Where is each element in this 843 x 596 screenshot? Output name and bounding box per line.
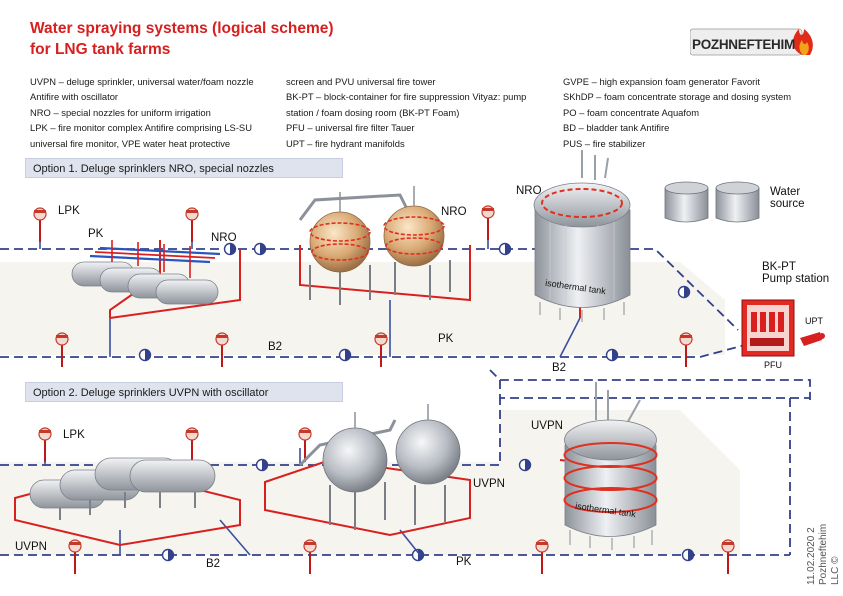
label-bk-pt: BK-PT Pump station <box>762 261 829 285</box>
valve-icon <box>255 458 269 472</box>
fire-monitor-icon <box>55 332 69 367</box>
option-2-header: Option 2. Deluge sprinklers UVPN with os… <box>25 382 343 402</box>
logo-text: POZHNEFTEHIM <box>692 37 795 52</box>
isothermal-tank-option-1 <box>533 150 631 322</box>
label-b2: B2 <box>268 341 283 353</box>
legend-item: PO – foam concentrate Aquafom <box>563 106 700 118</box>
legend-item: SKhDP – foam concentrate storage and dos… <box>563 91 792 103</box>
valve-icon <box>161 548 175 562</box>
flame-icon <box>792 29 813 55</box>
label-lpk: LPK <box>58 205 80 217</box>
company-logo: POZHNEFTEHIM <box>689 15 818 63</box>
upt-hydrant-manifold-icon <box>800 332 825 346</box>
fire-monitor-towers <box>33 205 735 574</box>
water-source-tanks <box>664 181 760 223</box>
fire-monitor-icon <box>721 539 735 574</box>
label-nro: NRO <box>211 232 237 244</box>
valve-icon <box>498 242 512 256</box>
legend-column-2: screen and PVU universal fire tower BK-P… <box>286 74 526 151</box>
bk-pt-pump-station-unit <box>741 299 825 357</box>
isothermal-tank-option-2 <box>563 382 658 550</box>
footer-stamp: 11.02.2020 2 Pozhneftehim LLC © <box>806 524 842 585</box>
fire-monitor-icon <box>38 427 52 462</box>
valve-icon <box>681 548 695 562</box>
valve-icon <box>138 348 152 362</box>
legend-item: BD – bladder tank Antifire <box>563 122 670 134</box>
label-lpk: LPK <box>63 429 85 441</box>
water-label-line-2: source <box>770 198 805 210</box>
fire-monitor-icon <box>68 539 82 574</box>
valve-icon <box>223 242 237 256</box>
legend-item: PUS – fire stabilizer <box>563 137 646 149</box>
title-line-2: for LNG tank farms <box>30 41 171 58</box>
title-line-1: Water spraying systems (logical scheme) <box>30 20 334 37</box>
fire-monitor-icon <box>481 205 495 240</box>
valve-icon <box>518 458 532 472</box>
label-pfu: PFU <box>764 360 782 370</box>
label-b2: B2 <box>206 558 221 570</box>
legend-item: BK-PT – block-container for fire suppres… <box>286 91 527 103</box>
fire-monitor-icon <box>185 207 199 242</box>
label-uvpn: UVPN <box>531 420 563 432</box>
water-label-line-1: Water <box>770 186 801 198</box>
option-1-header: Option 1. Deluge sprinklers NRO, special… <box>25 158 343 178</box>
label-nro: NRO <box>441 206 467 218</box>
fire-monitor-icon <box>679 332 693 367</box>
footer-company-line-2: LLC © <box>830 556 841 586</box>
fire-monitor-icon <box>303 539 317 574</box>
label-pk: PK <box>88 228 104 240</box>
footer-date: 11.02.2020 2 <box>806 527 817 585</box>
bkpt-label-line-2: Pump station <box>762 273 830 285</box>
legend-item: screen and PVU universal fire tower <box>286 76 436 87</box>
label-b2: B2 <box>552 362 567 374</box>
fire-monitor-icon <box>374 332 388 367</box>
valve-icon <box>411 548 425 562</box>
label-water-source: Water source <box>770 186 805 210</box>
fire-monitor-icon <box>215 332 229 367</box>
legend-item: Antifire with oscillator <box>30 91 119 103</box>
legend-item: NRO – special nozzles for uniform irriga… <box>30 106 211 118</box>
valve-markers <box>138 242 695 562</box>
valve-icon <box>605 348 619 362</box>
legend-item: UVPN – deluge sprinkler, universal water… <box>30 76 254 87</box>
legend-item: universal fire monitor, VPE water heat p… <box>30 137 231 149</box>
valve-icon <box>338 348 352 362</box>
fire-monitor-icon <box>298 427 312 462</box>
legend-item: LPK – fire monitor complex Antifire comp… <box>30 122 252 134</box>
legend-column-1: UVPN – deluge sprinkler, universal water… <box>30 74 254 151</box>
page-title: Water spraying systems (logical scheme) … <box>30 18 334 60</box>
fire-monitor-icon <box>185 427 199 462</box>
legend-item: station / foam dosing room (BK-PT Foam) <box>286 106 460 118</box>
dashed-water-mains <box>0 248 811 556</box>
legend-column-3: GVPE – high expansion foam generator Fav… <box>563 74 791 151</box>
logo-badge-graphic <box>689 28 813 56</box>
label-nro: NRO <box>516 185 542 197</box>
spherical-tanks-option-1 <box>298 186 451 305</box>
fire-monitor-icon <box>535 539 549 574</box>
label-uvpn: UVPN <box>15 541 47 553</box>
label-uvpn: UVPN <box>473 478 505 490</box>
fire-monitor-icon <box>33 207 47 242</box>
legend-item: PFU – universal fire filter Tauer <box>286 122 415 134</box>
legend-item: GVPE – high expansion foam generator Fav… <box>563 76 760 87</box>
horizontal-tanks-option-2 <box>29 457 216 520</box>
bkpt-label-line-1: BK-PT <box>762 261 796 273</box>
horizontal-tanks-option-1 <box>71 240 221 305</box>
label-pk: PK <box>456 556 472 568</box>
valve-icon <box>677 285 691 299</box>
spherical-tanks-option-2 <box>298 404 461 530</box>
footer-company-line-1: Pozhneftehim <box>818 523 829 585</box>
label-upt: UPT <box>805 316 823 326</box>
label-pk: PK <box>438 333 454 345</box>
valve-icon <box>253 242 267 256</box>
legend-item: UPT – fire hydrant manifolds <box>286 137 405 149</box>
